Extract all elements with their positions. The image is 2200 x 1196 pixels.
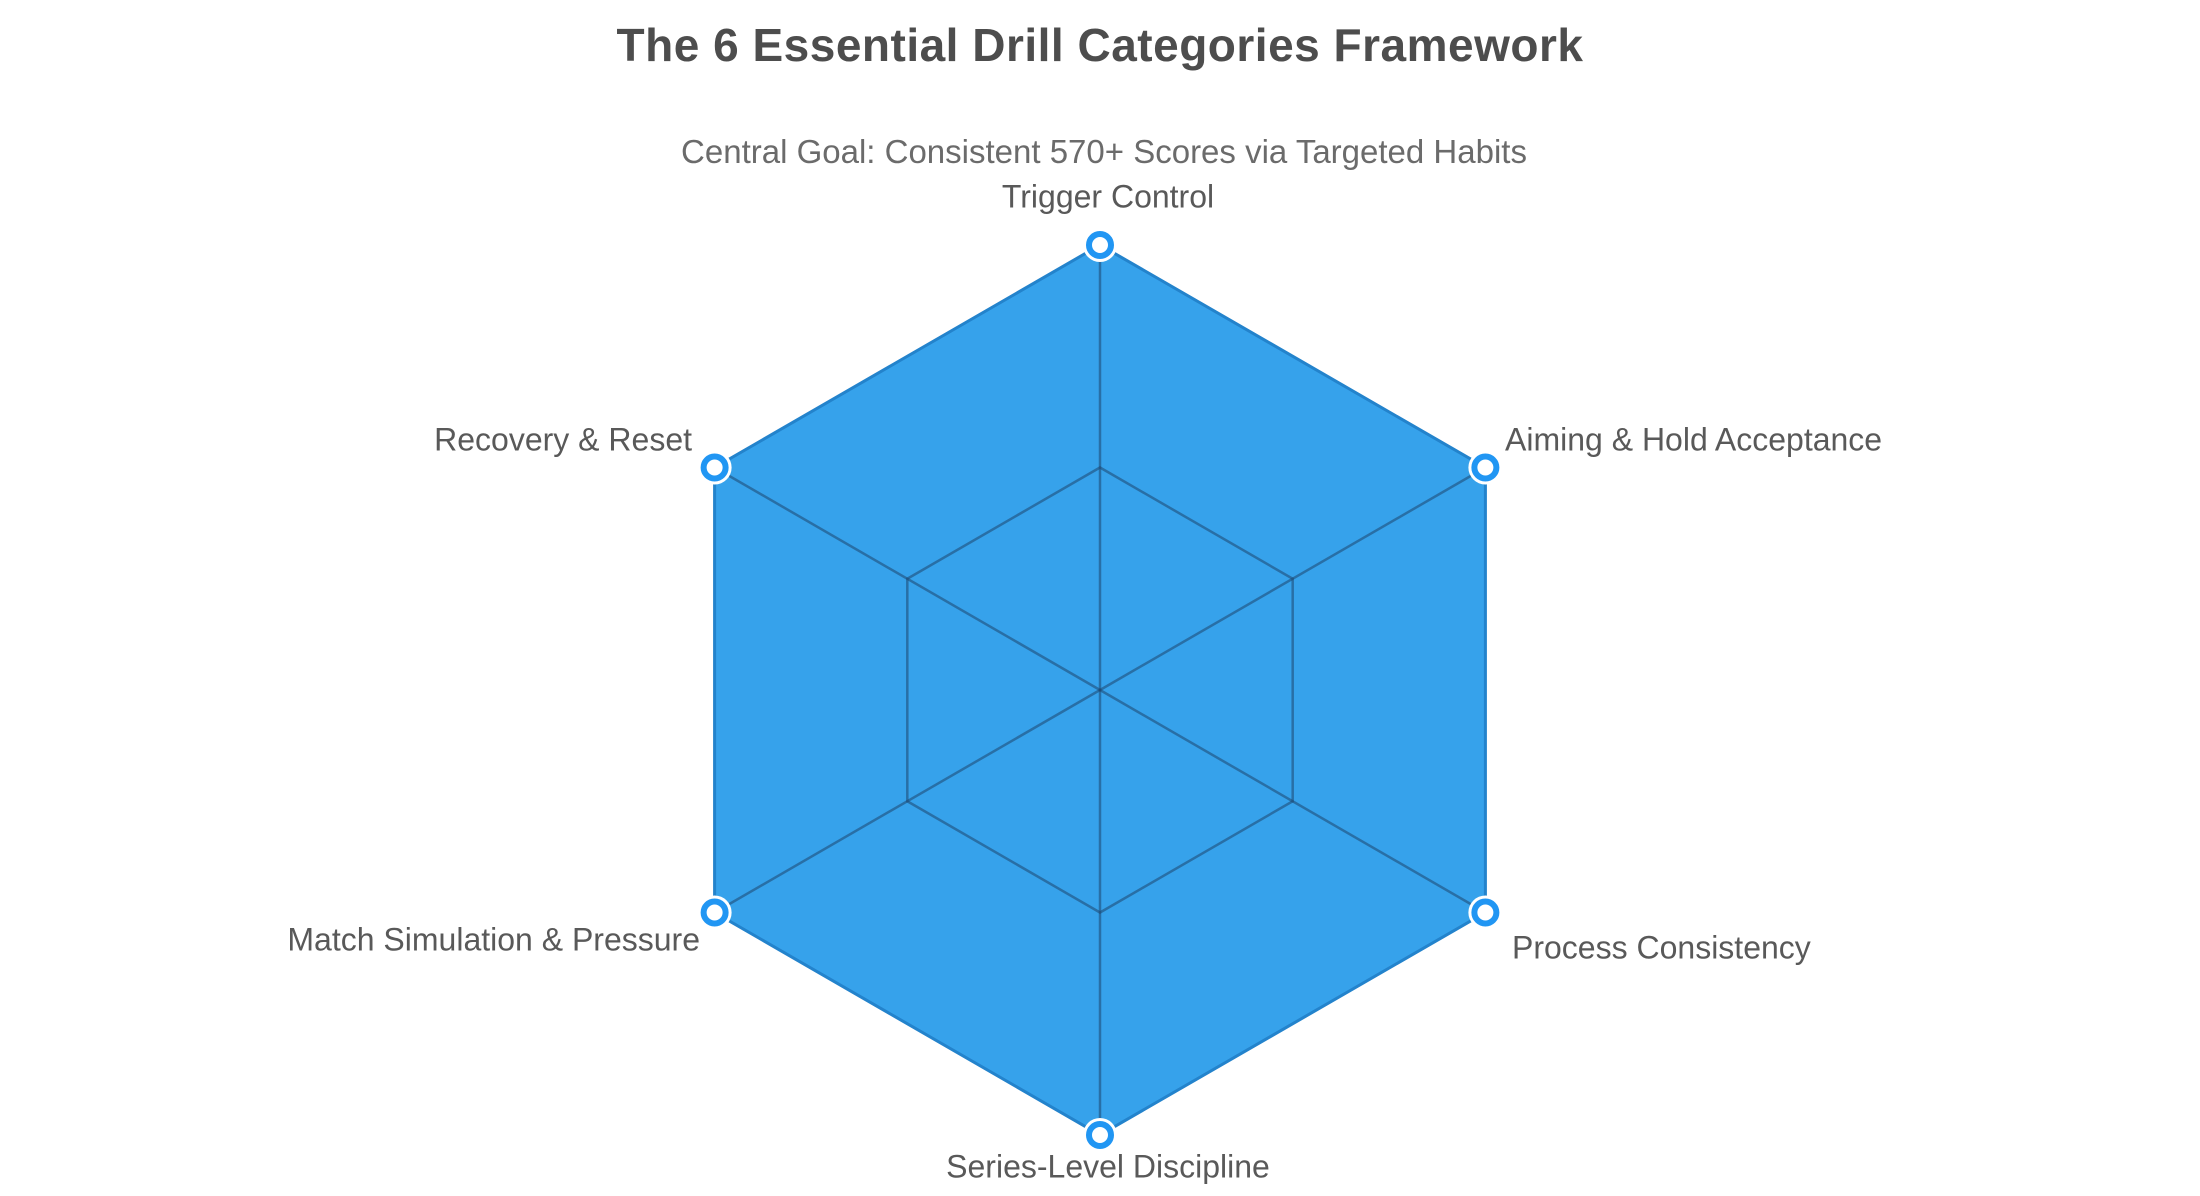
radar-marker-0 xyxy=(1086,231,1114,259)
radar-grid-spoke-5 xyxy=(713,466,1101,692)
radar-marker-1 xyxy=(1471,453,1500,482)
radar-marker-2 xyxy=(1471,898,1500,927)
axis-label-5: Recovery & Reset xyxy=(434,421,692,458)
axis-label-3: Series-Level Discipline xyxy=(946,1148,1270,1185)
radar-marker-4 xyxy=(700,898,729,927)
axis-label-2: Process Consistency xyxy=(1512,929,1811,966)
axis-label-1: Aiming & Hold Acceptance xyxy=(1505,421,1883,458)
chart-title: The 6 Essential Drill Categories Framewo… xyxy=(616,19,1584,71)
axis-label-4: Match Simulation & Pressure xyxy=(287,921,700,958)
axis-label-0: Trigger Control xyxy=(1001,178,1215,215)
radar-marker-3 xyxy=(1086,1121,1114,1149)
radar-grid-spoke-1 xyxy=(1099,466,1487,692)
radar-grid-spoke-2 xyxy=(1099,688,1487,914)
chart-subtitle: Central Goal: Consistent 570+ Scores via… xyxy=(681,133,1527,170)
radar-marker-5 xyxy=(700,453,729,482)
radar-grid-spoke-4 xyxy=(713,688,1101,914)
